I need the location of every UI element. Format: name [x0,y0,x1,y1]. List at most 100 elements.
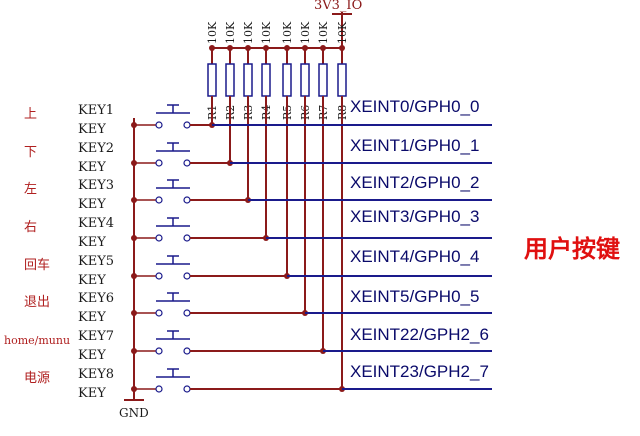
signal-name: XEINT23/GPH2_7 [350,362,489,381]
key-id-label: KEY7 [78,329,114,344]
key-function-label: 上 [24,107,37,122]
key-sub-label: KEY [78,197,106,212]
key-sub-label: KEY [78,273,106,288]
key-function-label: 回车 [24,257,50,273]
key-id-label: KEY5 [78,254,114,269]
key-function-label: 右 [24,220,37,235]
resistor-value: 10K [281,21,294,44]
switch-pin [155,272,163,280]
resistor-body [261,63,271,97]
signal-name: XEINT5/GPH0_5 [350,287,479,306]
switch-pin [183,347,191,355]
key-function-label: 电源 [24,371,50,386]
switch-pin [155,385,163,393]
power-label: 3V3_IO [314,0,362,13]
junction-dot [320,45,326,51]
resistor-value: 10K [317,21,330,44]
junction-dot [263,45,269,51]
junction-dot [339,45,345,51]
junction-dot [209,45,215,51]
resistor-value: 10K [206,21,219,44]
key-id-label: KEY4 [78,216,114,231]
key-sub-label: KEY [78,348,106,363]
resistor-value: 10K [242,21,255,44]
signal-name: XEINT1/GPH0_1 [350,136,479,155]
switch-pin [155,309,163,317]
key-sub-label: KEY [78,386,106,401]
signal-name: XEINT4/GPH0_4 [350,247,479,266]
key-function-label: 左 [24,182,37,197]
resistor-body [207,63,217,97]
switch-pin [155,347,163,355]
resistor-body [225,63,235,97]
junction-dot [302,45,308,51]
key-function-label: 下 [24,145,37,160]
key-sub-label: KEY [78,235,106,250]
key-function-label: home/munu [4,334,70,347]
key-function-label: 退出 [24,295,50,310]
resistor-body [300,63,310,97]
switch-pin [183,385,191,393]
switch-pin [183,196,191,204]
resistor-value: 10K [224,21,237,44]
key-id-label: KEY1 [78,103,114,118]
key-id-label: KEY3 [78,178,114,193]
resistor-body [337,63,347,97]
junction-dot [131,273,137,279]
switch-pin [155,159,163,167]
switch-pin [155,234,163,242]
junction-dot [245,45,251,51]
key-sub-label: KEY [78,160,106,175]
switch-pin [183,272,191,280]
resistor-body [282,63,292,97]
diagram-title: 用户按键 [524,235,620,263]
junction-dot [227,45,233,51]
ground-label: GND [119,406,149,420]
resistor-body [243,63,253,97]
resistor-value: 10K [260,21,273,44]
resistor-value: 10K [336,21,349,44]
key-id-label: KEY2 [78,141,114,156]
switch-pin [183,121,191,129]
switch-pin [183,309,191,317]
junction-dot [131,310,137,316]
key-id-label: KEY6 [78,291,114,306]
junction-dot [131,197,137,203]
junction-dot [131,235,137,241]
junction-dot [131,122,137,128]
key-id-label: KEY8 [78,367,114,382]
junction-dot [131,160,137,166]
resistor-body [318,63,328,97]
signal-name: XEINT22/GPH2_6 [350,325,489,344]
switch-pin [183,234,191,242]
signal-name: XEINT3/GPH0_3 [350,207,479,226]
signal-name: XEINT2/GPH0_2 [350,173,479,192]
switch-pin [183,159,191,167]
key-sub-label: KEY [78,310,106,325]
signal-name: XEINT0/GPH0_0 [350,97,479,116]
resistor-value: 10K [299,21,312,44]
switch-pin [155,196,163,204]
junction-dot [131,348,137,354]
switch-pin [155,121,163,129]
junction-dot [284,45,290,51]
